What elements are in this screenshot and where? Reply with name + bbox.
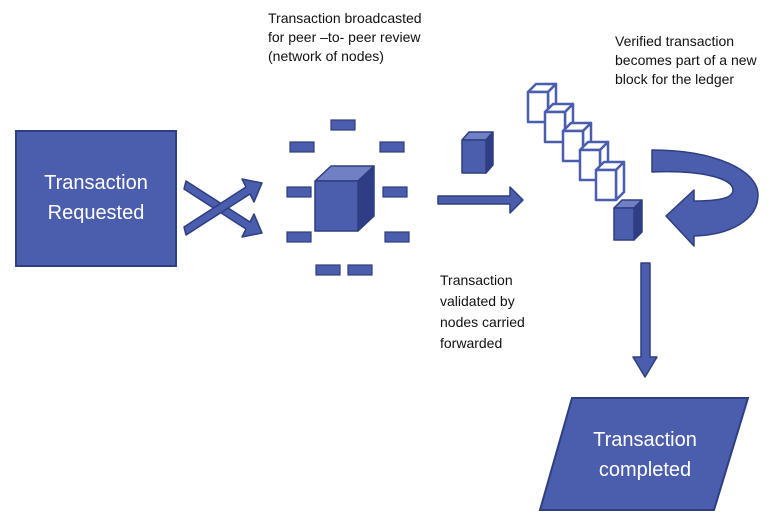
crossed-arrows-icon xyxy=(183,178,263,238)
transaction-requested-label: Transaction Requested xyxy=(44,172,148,224)
transaction-requested-box xyxy=(15,130,177,267)
transaction-completed-label: Transaction completed xyxy=(593,429,697,481)
transaction-completed-box xyxy=(538,397,750,511)
chain-block-new xyxy=(613,199,643,241)
down-arrow-icon xyxy=(632,262,658,378)
single-block-icon xyxy=(461,131,494,174)
validated-caption: Transaction validated by nodes carried f… xyxy=(440,272,525,351)
circular-arrow-icon xyxy=(651,149,759,247)
broadcast-caption: Transaction broadcasted for peer –to- pe… xyxy=(268,10,422,64)
right-arrow-icon xyxy=(437,186,524,214)
chain-block-1 xyxy=(526,82,558,124)
central-cube xyxy=(314,165,375,232)
verified-caption: Verified transaction becomes part of a n… xyxy=(615,33,757,87)
network-cube-icon xyxy=(286,119,410,276)
chain-block-5 xyxy=(594,160,626,202)
blockchain-icon xyxy=(526,82,643,241)
node-bars xyxy=(286,119,410,276)
